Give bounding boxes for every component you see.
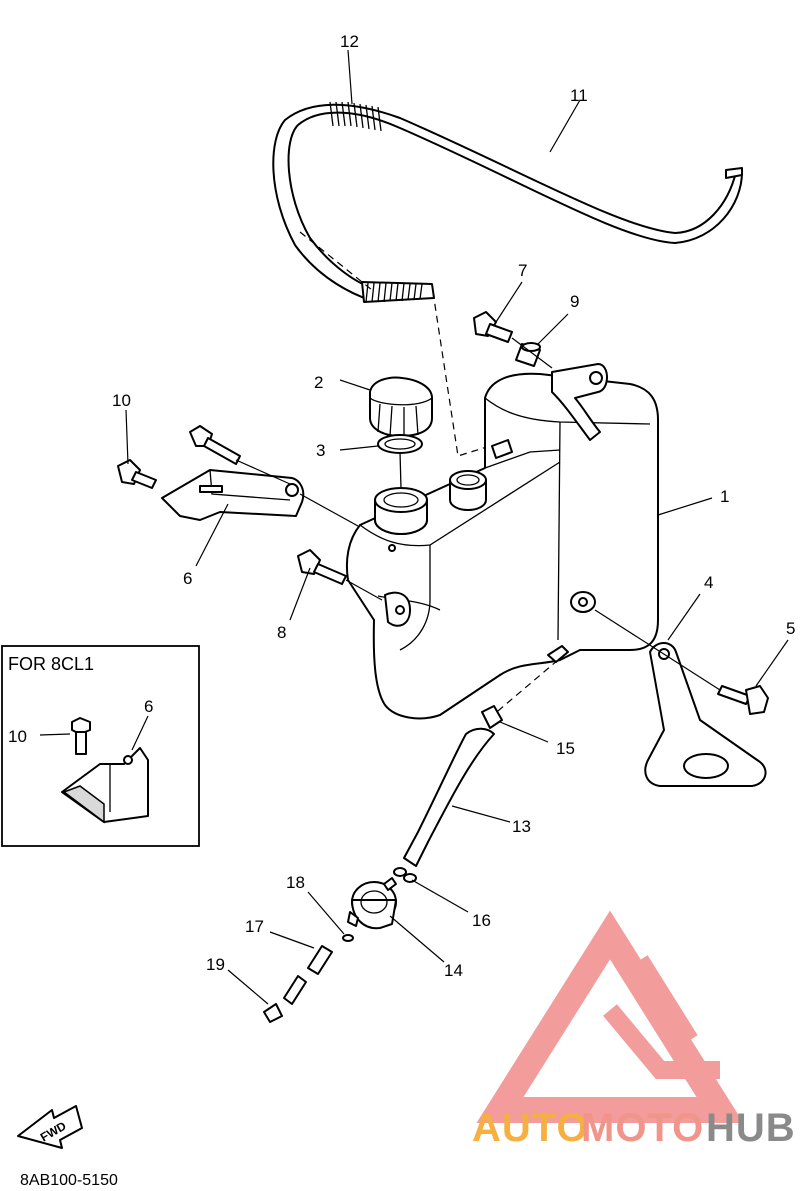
callout-14: 14 — [444, 961, 463, 980]
callout-11: 11 — [570, 86, 588, 105]
reservoir-cap — [369, 376, 433, 437]
callout-13: 13 — [512, 817, 531, 836]
callout-19: 19 — [206, 955, 225, 974]
watermark-logo — [476, 910, 744, 1123]
clip-19 — [263, 1003, 283, 1023]
callout-18: 18 — [286, 873, 305, 892]
bracket-4 — [644, 642, 767, 787]
callout-15: 15 — [556, 739, 575, 758]
hose-13 — [403, 727, 495, 867]
inset-callout-6: 6 — [144, 697, 153, 716]
bracket4-axis — [594, 609, 721, 691]
forward-arrow: FWD — [17, 1105, 83, 1149]
callout-5: 5 — [786, 619, 795, 638]
watermark-text: AUTO MOTO HUB — [472, 1106, 796, 1150]
hose-coil-end — [361, 281, 435, 303]
bolt-10-upper — [189, 425, 241, 465]
callout-12: 12 — [340, 32, 359, 51]
bolt-10-lower — [117, 459, 157, 489]
watermark-inner-mark — [603, 1004, 720, 1079]
callout-16: 16 — [472, 911, 491, 930]
callout-1: 1 — [720, 487, 729, 506]
inset-box: FOR 8CL1 10 6 — [1, 645, 200, 847]
inset-callout-10: 10 — [8, 727, 27, 746]
watermark-moto: MOTO — [581, 1106, 704, 1150]
callout-10: 10 — [112, 391, 131, 410]
watermark-peak — [632, 955, 698, 1045]
cap-seal — [377, 434, 423, 454]
callout-6: 6 — [183, 569, 192, 588]
collar-9 — [515, 342, 541, 367]
cap-axis-line — [399, 451, 402, 489]
bolt8-axis — [345, 579, 383, 601]
watermark-triangle — [476, 910, 744, 1123]
bolt7-axis — [511, 337, 553, 369]
callout-7: 7 — [518, 261, 527, 280]
clip-18 — [342, 934, 354, 942]
callout-17: 17 — [245, 917, 264, 936]
bracket-6 — [161, 469, 305, 521]
hose-17 — [283, 945, 333, 1005]
hose-route-line — [432, 291, 497, 457]
hose-route-line-upper — [299, 231, 373, 291]
watermark-auto: AUTO — [472, 1106, 589, 1150]
inset-bolt-10 — [71, 717, 91, 755]
inset-title: FOR 8CL1 — [8, 654, 94, 674]
clip-15 — [481, 705, 503, 729]
callout-leaders — [125, 49, 789, 1005]
spring-coil — [329, 101, 382, 132]
watermark-hub: HUB — [706, 1106, 796, 1150]
callout-9: 9 — [570, 292, 579, 311]
bracket6-tank-axis — [299, 493, 359, 527]
callout-4: 4 — [704, 573, 713, 592]
bolt-7 — [473, 311, 513, 343]
reservoir-tank — [345, 363, 659, 720]
bolt-8 — [297, 549, 347, 585]
callout-2: 2 — [314, 373, 323, 392]
valve-14 — [347, 877, 397, 930]
diagram-code: 8AB100-5150 — [20, 1172, 118, 1189]
bolt-5 — [717, 685, 769, 715]
callout-numbers: 1 2 3 4 5 6 7 8 9 10 11 12 13 14 15 16 1… — [112, 32, 795, 980]
inset-bracket-6 — [61, 747, 149, 824]
callout-8: 8 — [277, 623, 286, 642]
bracket6-axis — [235, 459, 291, 485]
breather-hose — [272, 101, 743, 303]
drain-route-line — [491, 659, 559, 717]
callout-3: 3 — [316, 441, 325, 460]
